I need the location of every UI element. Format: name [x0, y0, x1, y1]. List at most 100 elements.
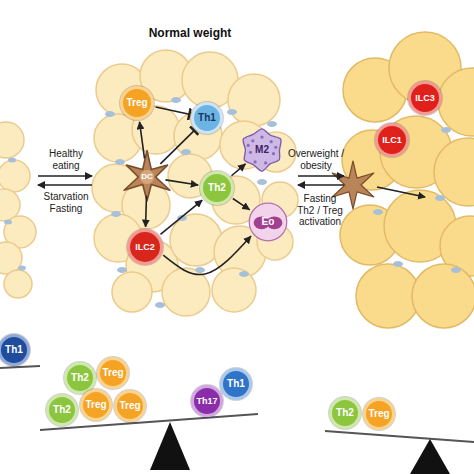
activation-connector	[233, 199, 250, 210]
adipocyte	[434, 138, 474, 206]
star-outline	[124, 151, 170, 201]
seesaw-beam	[325, 431, 474, 442]
adipocyte-nucleus	[393, 261, 403, 267]
granule	[270, 140, 273, 143]
inhibition-connector	[156, 107, 190, 114]
cell-label: Th1	[198, 113, 216, 123]
granule	[274, 146, 277, 149]
adipocyte-nucleus	[257, 179, 267, 185]
cell-label: Th2	[53, 405, 71, 415]
adipocyte-nucleus	[4, 220, 12, 225]
granule	[253, 160, 256, 163]
granule	[264, 161, 267, 164]
adipocyte-nucleus	[177, 215, 187, 221]
adipocyte-nucleus	[227, 109, 237, 115]
adipocyte-nucleus	[18, 266, 26, 271]
activation-connector	[166, 180, 199, 185]
granule	[247, 144, 250, 147]
th2-cell: Th2	[329, 397, 361, 429]
transition-label: Fasting Th2 / Treg activation	[295, 193, 345, 228]
cell-label: Treg	[85, 400, 106, 410]
th1-cell: Th1	[220, 368, 252, 400]
cell-label: ILC3	[415, 94, 435, 103]
cell-label: Th2	[71, 373, 89, 383]
transition-arrow	[298, 175, 344, 176]
activation-arrow	[377, 187, 425, 197]
granule	[249, 151, 252, 154]
adipocyte-nucleus	[451, 267, 461, 273]
cell-label: ILC1	[382, 136, 402, 145]
ilc2-cell: ILC2	[127, 229, 163, 265]
th2-cell: Th2	[200, 171, 234, 205]
adipocyte	[228, 74, 280, 126]
transition-label: Healthy eating	[38, 148, 94, 171]
cell-label: Treg	[126, 98, 147, 108]
adipocyte	[212, 268, 256, 312]
th1-cell: Th1	[191, 102, 223, 134]
transition-arrow	[298, 184, 344, 185]
adipocyte-nucleus	[115, 159, 125, 165]
cell-label: Treg	[119, 401, 140, 411]
treg-cell: Treg	[80, 389, 112, 421]
adipocyte-nucleus	[117, 267, 127, 273]
adipocyte	[162, 268, 210, 316]
ilc1-cell: ILC1	[375, 123, 409, 157]
inhibition-connector	[160, 131, 194, 164]
cell-label: ILC2	[135, 243, 155, 252]
transition-arrow	[38, 175, 92, 176]
adipocyte-nucleus	[441, 127, 451, 133]
treg-cell: Treg	[114, 390, 146, 422]
th1-cell: Th1	[0, 334, 30, 366]
adipocyte	[0, 160, 30, 192]
transition-label: Overweight / obesity	[281, 148, 351, 171]
adipocyte-nucleus	[181, 149, 191, 155]
seesaw-fulcrum	[410, 439, 450, 474]
cell-body	[140, 170, 154, 184]
cell-label: Treg	[102, 368, 123, 378]
activation-connector	[163, 236, 251, 275]
macrophage-outline	[243, 129, 281, 171]
cell-label: M2	[255, 145, 269, 155]
cell-label: Th17	[196, 397, 217, 406]
activation-connector	[232, 164, 246, 176]
dendritic-cell: DC	[120, 150, 174, 204]
adipocyte-nucleus	[105, 111, 115, 117]
adipocyte	[438, 68, 474, 136]
cell-label: Th1	[227, 379, 245, 389]
adipocyte	[112, 272, 152, 312]
granule	[260, 136, 263, 139]
adipocyte	[412, 264, 474, 328]
adipocyte	[356, 264, 420, 328]
cell-label: Treg	[368, 409, 389, 419]
treg-cell: Treg	[97, 357, 129, 389]
granule	[272, 152, 275, 155]
adipocyte-nucleus	[111, 211, 121, 217]
adipocyte-nucleus	[8, 158, 16, 163]
adipocyte-nucleus	[195, 267, 205, 273]
granule	[251, 139, 254, 142]
seesaw-fulcrum	[150, 422, 190, 470]
adipocyte-nucleus	[435, 195, 445, 201]
treg-cell: Treg	[120, 86, 154, 120]
seesaw-beam	[0, 366, 40, 368]
ilc3-cell: ILC3	[408, 81, 442, 115]
cell-label: Th1	[5, 345, 23, 355]
panel-title: Normal weight	[130, 26, 250, 40]
adipocyte	[4, 270, 32, 298]
adipocyte	[0, 122, 24, 158]
treg-cell: Treg	[363, 398, 395, 430]
transition-label: Starvation Fasting	[38, 191, 94, 214]
m2-macrophage: M2	[239, 127, 285, 173]
activation-connector	[140, 122, 145, 159]
cell-label: Eo	[262, 217, 275, 227]
transition-arrow	[38, 184, 92, 185]
eosinophil: Eo	[248, 202, 288, 242]
cell-label: DC	[141, 173, 153, 181]
adipocyte-nucleus	[155, 302, 165, 308]
adipocyte-nucleus	[373, 209, 383, 215]
cell-label: Th2	[208, 183, 226, 193]
activation-connector	[160, 200, 202, 234]
